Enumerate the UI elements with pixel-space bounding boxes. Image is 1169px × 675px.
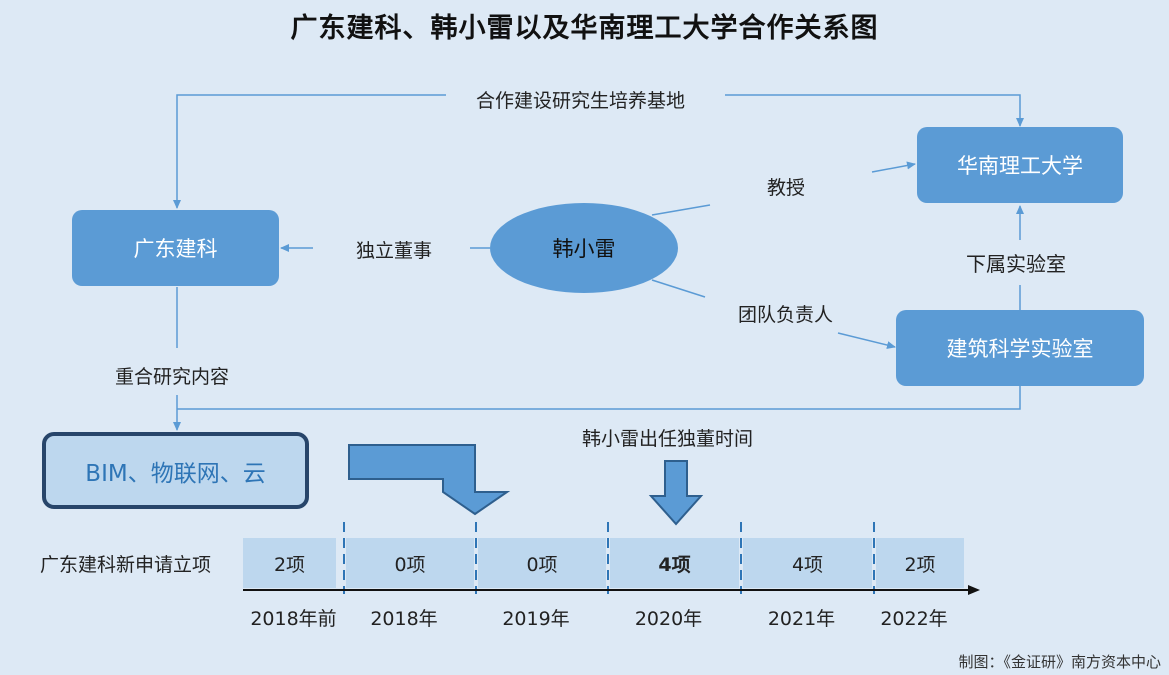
timeline-axis-arrowhead	[968, 585, 980, 595]
label-team-leader: 团队负责人	[738, 304, 834, 326]
han-scut-line	[651, 204, 711, 216]
timeline-cell-3: 4项	[610, 538, 739, 588]
diagram-title: 广东建科、韩小雷以及华南理工大学合作关系图	[290, 13, 879, 44]
timeline-year-1: 2018年	[370, 608, 438, 630]
timeline-year-5: 2022年	[880, 608, 948, 630]
timeline-year-4: 2021年	[767, 608, 836, 630]
team-leader-arrow	[837, 332, 896, 349]
professor-arrow	[871, 161, 916, 173]
timeline-cell-4: 4项	[743, 538, 872, 588]
source-note: 制图：《金证研》南方资本中心	[958, 653, 1161, 671]
label-professor: 教授	[767, 177, 806, 199]
node-lab: 建筑科学实验室	[896, 310, 1144, 386]
base-connector	[173, 94, 446, 209]
han-lab-line	[651, 279, 706, 298]
label-base: 合作建设研究生培养基地	[476, 90, 686, 112]
timeline-cell-5: 2项	[876, 538, 964, 588]
lab-bim-line	[177, 386, 1021, 410]
node-han: 韩小雷	[490, 203, 678, 293]
tenure-down-arrow	[648, 460, 704, 526]
label-subordinate-lab: 下属实验室	[966, 252, 1066, 276]
timeline-cell-2: 0项	[478, 538, 606, 588]
label-overlap: 重合研究内容	[115, 366, 230, 388]
timeline-cell-0: 2项	[243, 538, 336, 588]
base-connector-right	[725, 94, 1024, 127]
node-bim: BIM、物联网、云	[42, 432, 309, 509]
timeline-row-label: 广东建科新申请立项	[40, 554, 212, 576]
node-gdjk: 广东建科	[72, 210, 279, 286]
node-scut: 华南理工大学	[917, 127, 1123, 203]
bent-arrow-shape	[348, 444, 511, 516]
timeline-cell-1: 0项	[346, 538, 474, 588]
label-director: 独立董事	[356, 240, 433, 262]
label-tenure: 韩小雷出任独董时间	[582, 428, 754, 450]
timeline-year-3: 2020年	[634, 608, 703, 630]
timeline-year-2: 2019年	[502, 608, 570, 630]
timeline-year-0: 2018年前	[250, 608, 337, 630]
